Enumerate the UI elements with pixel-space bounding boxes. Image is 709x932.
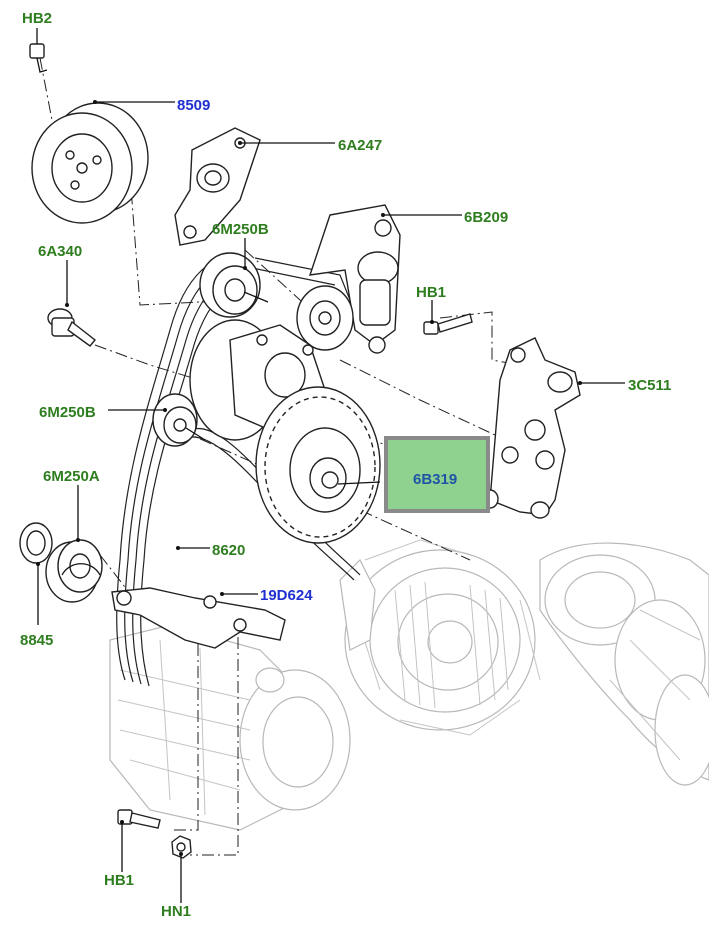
tensioner-pulley: [296, 285, 354, 351]
bracket-3c511[interactable]: [481, 337, 581, 519]
callout-hb2[interactable]: HB2: [22, 10, 52, 27]
callout-3c511[interactable]: 3C511: [628, 377, 671, 394]
callout-6a247[interactable]: 6A247: [338, 137, 382, 154]
callout-hb1-bottom[interactable]: HB1: [104, 872, 134, 889]
nut-hn1[interactable]: [171, 835, 192, 859]
bolt-hb1-bottom[interactable]: [117, 809, 161, 829]
callout-6m250b-mid[interactable]: 6M250B: [39, 404, 96, 421]
bolt-hb2[interactable]: [29, 43, 48, 73]
callout-6b319[interactable]: 6B319: [413, 471, 457, 488]
callout-labels: HB2 8509 6A247 6B209 6M250B 6A340 HB1 3C…: [20, 10, 671, 920]
callout-6b209[interactable]: 6B209: [464, 209, 508, 226]
leader-lines: [36, 28, 625, 903]
callout-6m250b-top[interactable]: 6M250B: [212, 221, 269, 238]
tensioner-6b209[interactable]: [308, 204, 401, 354]
callout-8509[interactable]: 8509: [177, 97, 210, 114]
callout-6a340[interactable]: 6A340: [38, 243, 82, 260]
engine-background: [109, 539, 709, 831]
water-pump: [189, 319, 326, 441]
idler-pulley-6m250a[interactable]: [45, 539, 103, 603]
bracket-19d624[interactable]: [111, 587, 286, 649]
idler-pulley-6m250b-top[interactable]: [199, 252, 269, 318]
idler-pulley-6m250b-mid[interactable]: [152, 393, 206, 447]
selected-part-highlight[interactable]: [384, 436, 490, 513]
crankshaft-damper-6b319[interactable]: [255, 386, 381, 544]
cover-8845[interactable]: [19, 522, 53, 564]
pulley-8509[interactable]: [31, 102, 149, 224]
callout-6m250a[interactable]: 6M250A: [43, 468, 100, 485]
callout-hn1[interactable]: HN1: [161, 903, 191, 920]
bracket-6a247[interactable]: [174, 127, 261, 246]
callout-8845[interactable]: 8845: [20, 632, 53, 649]
callout-8620[interactable]: 8620: [212, 542, 245, 559]
callout-19d624[interactable]: 19D624: [260, 587, 313, 604]
callout-hb1-top[interactable]: HB1: [416, 284, 446, 301]
bolt-6a340[interactable]: [47, 308, 96, 347]
